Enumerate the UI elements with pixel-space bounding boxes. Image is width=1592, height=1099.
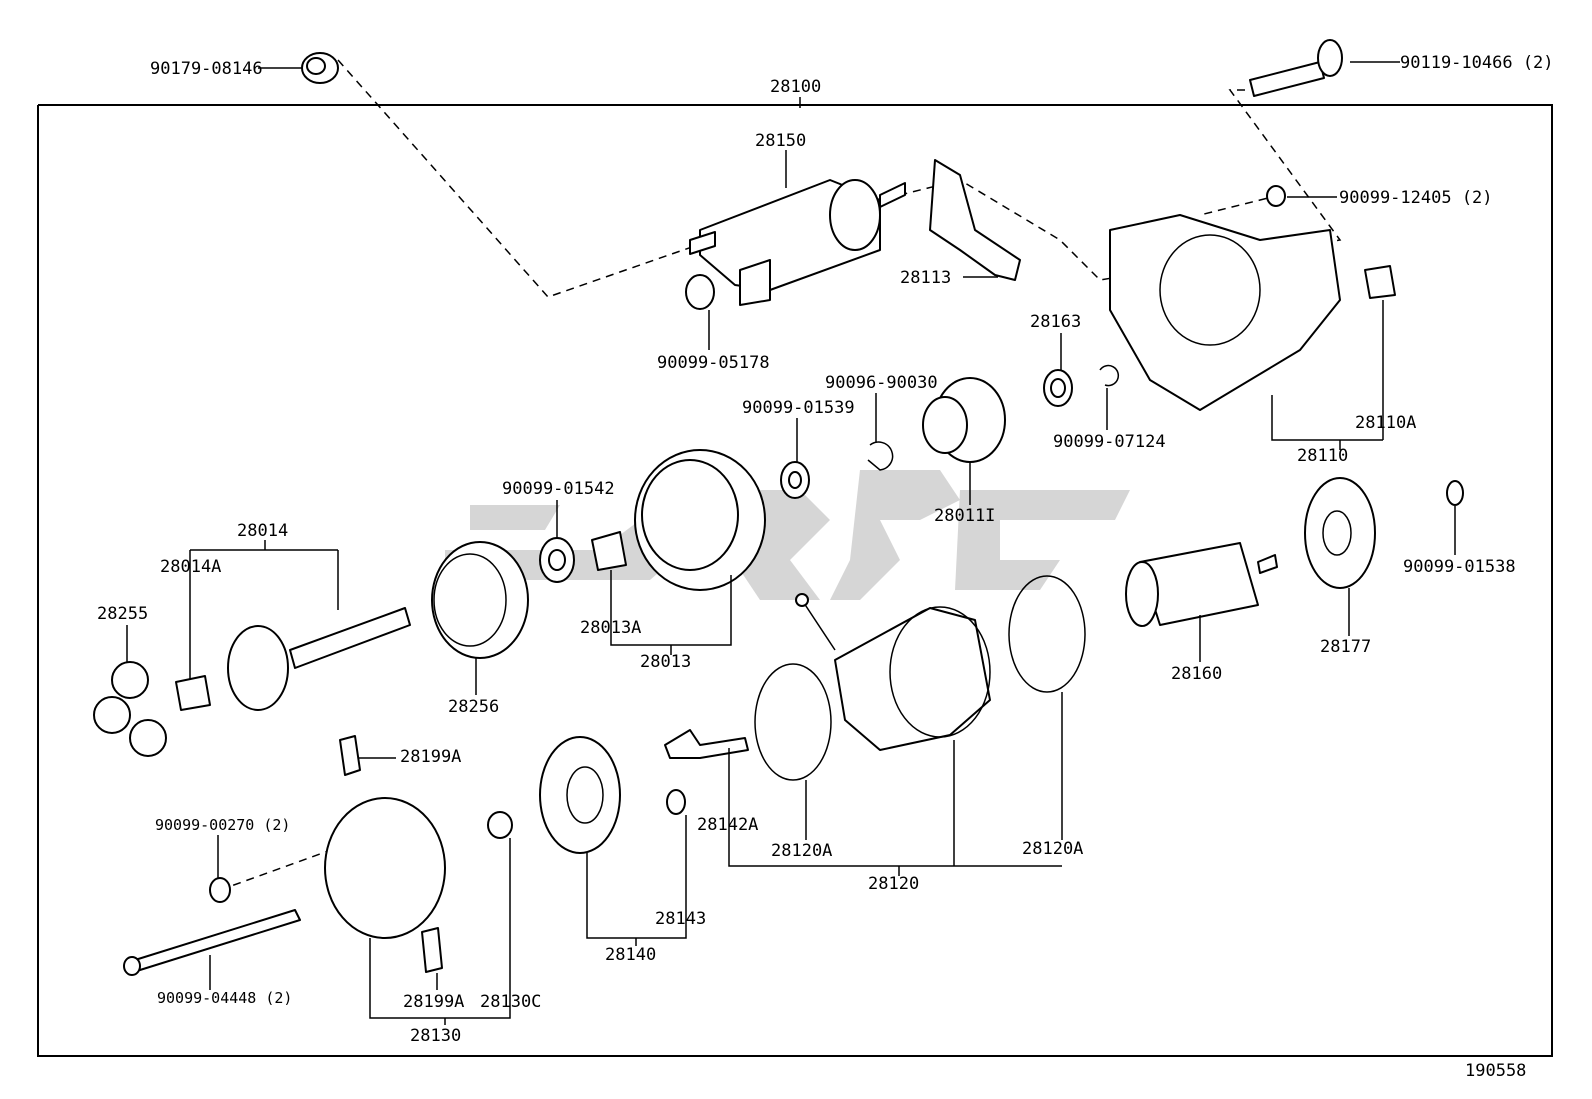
part-90099-04448-thru-bolt [123, 909, 301, 976]
part-28130-end-frame [324, 797, 446, 939]
label-90099-12405: 90099-12405 (2) [1339, 188, 1493, 208]
part-28160-armature [1125, 542, 1278, 627]
label-28142A: 28142A [697, 815, 758, 835]
part-28110-housing [1109, 214, 1341, 411]
part-90099-01539-washer [780, 461, 810, 499]
label-28110A: 28110A [1355, 413, 1416, 433]
leader-lines [126, 61, 1456, 1025]
label-28255: 28255 [97, 604, 148, 624]
part-28143-spring [666, 789, 686, 815]
label-28013A: 28013A [580, 618, 641, 638]
part-90179-08146-nut [301, 52, 339, 84]
label-28014: 28014 [237, 521, 288, 541]
label-28130: 28130 [410, 1026, 461, 1046]
label-28120A-right: 28120A [1022, 839, 1083, 859]
part-90099-05178-boot [685, 274, 715, 310]
label-28177: 28177 [1320, 637, 1371, 657]
part-28014A-bush [175, 675, 211, 711]
part-90099-00270-screw [209, 877, 231, 903]
label-28113: 28113 [900, 268, 951, 288]
label-28120: 28120 [868, 874, 919, 894]
label-28130C: 28130C [480, 992, 541, 1012]
label-90099-05178: 90099-05178 [657, 353, 770, 373]
label-28011: 28011I [934, 506, 995, 526]
label-28013: 28013 [640, 652, 691, 672]
part-28140-brush-holder [539, 736, 621, 854]
label-28143: 28143 [655, 909, 706, 929]
label-90099-04448: 90099-04448 (2) [157, 989, 292, 1007]
label-90096-90030: 90096-90030 [825, 373, 938, 393]
label-90099-00270: 90099-00270 (2) [155, 816, 290, 834]
part-28163-bush [1043, 369, 1073, 407]
label-90099-01538: 90099-01538 [1403, 557, 1516, 577]
part-28199A-bottom-insulator [421, 927, 443, 973]
label-90099-07124: 90099-07124 [1053, 432, 1166, 452]
part-28177-cover [1304, 477, 1376, 589]
part-28120A-right-ring [1008, 575, 1086, 693]
label-28199A-bottom: 28199A [403, 992, 464, 1012]
label-90099-01539: 90099-01539 [742, 398, 855, 418]
dashed-assembly-lines [219, 59, 1342, 891]
part-28150-solenoid [689, 179, 906, 306]
label-90119-10466: 90119-10466 (2) [1400, 53, 1554, 73]
part-28013A-bush [591, 531, 627, 571]
label-90099-01542: 90099-01542 [502, 479, 615, 499]
part-90119-10466-bolt [1249, 39, 1343, 97]
label-28140: 28140 [605, 945, 656, 965]
assembly-frame [37, 104, 1553, 1057]
part-28120-yoke [795, 593, 991, 751]
part-28014-planet-shaft [227, 607, 411, 711]
part-28256-ring-gear [431, 541, 529, 659]
diagram-id-label: 190558 [1465, 1061, 1526, 1081]
label-28163: 28163 [1030, 312, 1081, 332]
label-28110: 28110 [1297, 446, 1348, 466]
part-90099-07124-clip [1099, 364, 1120, 387]
part-28113-lever [929, 159, 1021, 281]
part-28110A-bush [1364, 265, 1396, 299]
label-28150: 28150 [755, 131, 806, 151]
label-28014A: 28014A [160, 557, 221, 577]
part-28013-clutch-housing [634, 449, 766, 591]
label-28160: 28160 [1171, 664, 1222, 684]
label-28256: 28256 [448, 697, 499, 717]
label-90179-08146: 90179-08146 [150, 59, 263, 79]
part-90099-01542-washer [539, 537, 575, 583]
label-28199A-top: 28199A [400, 747, 461, 767]
part-90096-90030-ring [867, 441, 894, 471]
part-28142A-brush [664, 729, 749, 759]
part-28130C-bush [487, 811, 513, 839]
part-28120A-left-ring [754, 663, 832, 781]
label-28100: 28100 [770, 77, 821, 97]
part-90099-12405-bush [1266, 185, 1286, 207]
part-28255-planet-gears [93, 661, 167, 757]
part-90099-01538-washer [1446, 480, 1464, 506]
part-labels: 90179-08146 90119-10466 (2) 28100 28150 … [97, 53, 1554, 1081]
label-28120A-left: 28120A [771, 841, 832, 861]
part-28199A-top-insulator [339, 735, 361, 776]
